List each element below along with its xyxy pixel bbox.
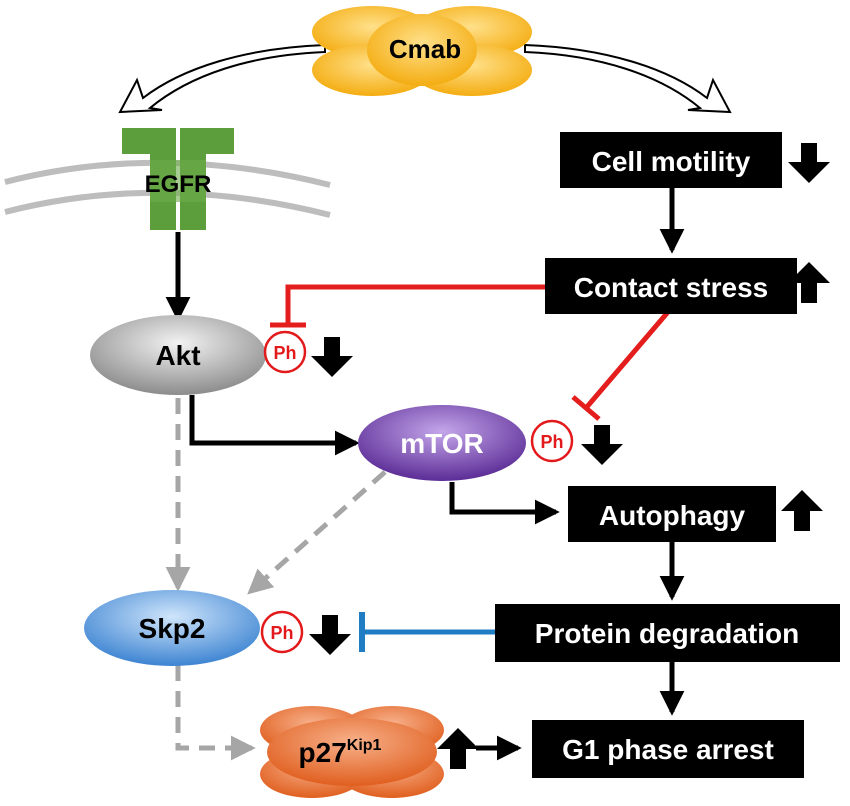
g1-arrest-box: G1 phase arrest xyxy=(532,720,804,778)
contact-stress-box: Contact stress xyxy=(545,258,797,314)
cell-motility-label: Cell motility xyxy=(592,146,751,177)
mtor-node: mTOR xyxy=(358,405,526,481)
egfr-receptor: EGFR xyxy=(122,128,234,230)
contact-stress-inhibits-mtor xyxy=(584,310,670,410)
cmab-node: Cmab xyxy=(312,6,532,96)
contact-stress-label: Contact stress xyxy=(574,272,769,303)
svg-text:Ph: Ph xyxy=(540,432,563,452)
svg-text:Ph: Ph xyxy=(273,343,296,363)
skp2-node: Skp2 xyxy=(84,590,260,666)
skp2-label: Skp2 xyxy=(139,613,206,644)
p27-up-arrow-icon xyxy=(437,728,479,769)
cmab-to-motility-arrow xyxy=(524,43,732,114)
mtor-phospho-badge: Ph xyxy=(530,419,574,463)
mtor-ph-down-arrow-icon xyxy=(581,425,623,465)
akt-to-mtor-arrow xyxy=(189,395,360,456)
mtor-to-autophagy-arrow xyxy=(449,482,560,525)
p27-node: p27Kip1 xyxy=(260,706,444,798)
egfr-label: EGFR xyxy=(145,171,212,198)
akt-ph-down-arrow-icon xyxy=(311,337,353,377)
skp2-phospho-badge: Ph xyxy=(260,610,304,654)
contact-stress-inhibits-akt xyxy=(285,284,545,325)
mtor-to-skp2-dashed xyxy=(247,470,387,595)
akt-phospho-badge: Ph xyxy=(263,330,307,374)
cmab-label: Cmab xyxy=(389,34,461,64)
autophagy-label: Autophagy xyxy=(599,500,746,531)
skp2-ph-down-arrow-icon xyxy=(309,615,351,655)
p27-label: p27Kip1 xyxy=(299,737,382,768)
g1-arrest-label: G1 phase arrest xyxy=(562,734,774,765)
mtor-label: mTOR xyxy=(400,428,484,459)
contact-stress-up-arrow-icon xyxy=(788,262,830,303)
mtor-inhibition-bar xyxy=(571,395,601,421)
autophagy-box: Autophagy xyxy=(568,486,776,542)
autophagy-up-arrow-icon xyxy=(781,490,823,531)
cmab-to-egfr-arrow xyxy=(118,43,326,114)
akt-label: Akt xyxy=(155,340,200,371)
akt-node: Akt xyxy=(90,315,266,395)
protein-degradation-label: Protein degradation xyxy=(535,618,799,649)
cell-motility-box: Cell motility xyxy=(560,132,782,188)
protein-degradation-box: Protein degradation xyxy=(495,604,840,662)
skp2-to-p27-dashed xyxy=(175,665,256,761)
svg-text:Ph: Ph xyxy=(270,623,293,643)
cell-motility-down-arrow-icon xyxy=(788,143,830,183)
